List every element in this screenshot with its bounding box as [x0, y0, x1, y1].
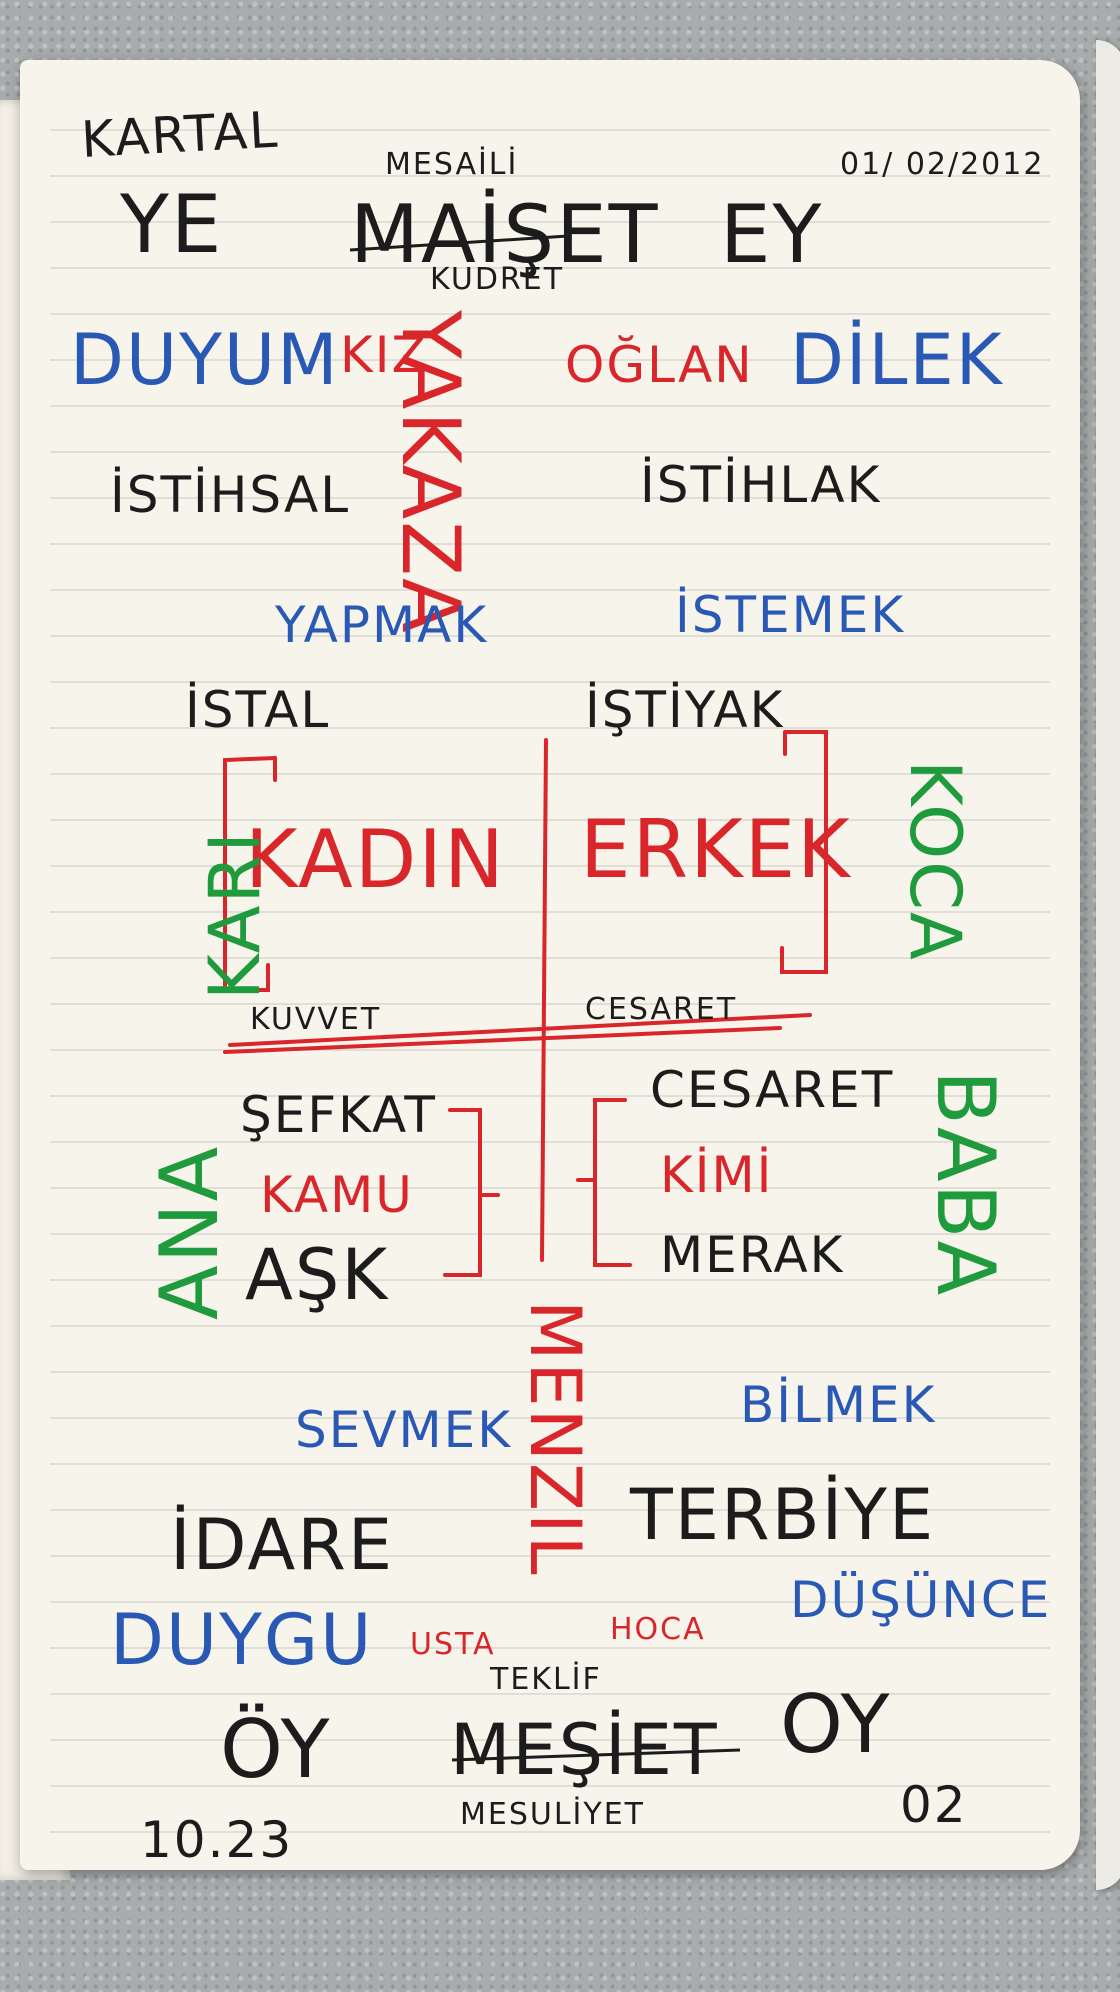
- word-dusunce: DÜŞÜNCE: [790, 1571, 1052, 1629]
- line1-below: KUDRET: [430, 262, 565, 297]
- word-oglan: OĞLAN: [565, 336, 754, 394]
- word-kiz: KIZ: [340, 326, 428, 384]
- word-cesaret: CESARET: [650, 1061, 895, 1119]
- center-horizontal-line: [228, 1013, 812, 1047]
- footer-crossed: MEŞİET: [450, 1709, 719, 1791]
- line1-left: YE: [120, 178, 224, 271]
- word-duygu: DUYGU: [110, 1599, 374, 1681]
- vertical-yakaza: YAKAZA: [384, 310, 477, 635]
- word-istiyak: İŞTİYAK: [585, 681, 785, 739]
- line1-right: EY: [720, 188, 824, 281]
- word-idare: İDARE: [170, 1504, 395, 1586]
- word-ask: AŞK: [245, 1234, 390, 1316]
- word-usta: USTA: [410, 1627, 496, 1662]
- word-istemek: İSTEMEK: [675, 586, 906, 644]
- line1-above: MESAİLİ: [385, 147, 519, 182]
- ruled-lines: [50, 129, 1050, 1833]
- word-kadin: KADIN: [245, 813, 506, 906]
- lower-right-bracket: [593, 1098, 632, 1267]
- footer-below: MESULİYET: [460, 1797, 646, 1832]
- kadin-bracket: [223, 756, 277, 992]
- footer-above: TEKLİF: [490, 1662, 602, 1697]
- footer-left: ÖY: [220, 1703, 332, 1796]
- word-kari: KARI: [194, 830, 276, 1000]
- word-erkek: ERKEK: [580, 803, 852, 896]
- center-vertical-line: [540, 738, 548, 1262]
- word-istal: İSTAL: [185, 681, 331, 739]
- lower-left-bracket: [443, 1108, 482, 1277]
- word-sefkat: ŞEFKAT: [240, 1086, 437, 1144]
- word-kamu: KAMU: [260, 1166, 414, 1224]
- footer-right: OY: [780, 1678, 892, 1771]
- page-number: 02: [900, 1776, 968, 1834]
- word-dilek: DİLEK: [790, 319, 1004, 401]
- word-sevmek: SEVMEK: [295, 1401, 513, 1459]
- word-yapmak: YAPMAK: [275, 596, 489, 654]
- bottom-left-number: 10.23: [140, 1811, 294, 1869]
- date-label: 01/ 02/2012: [840, 147, 1045, 182]
- word-merak: MERAK: [660, 1226, 845, 1284]
- word-cesaret-under: CESARET: [585, 992, 738, 1027]
- notebook-page: KARTAL 01/ 02/2012 YE MESAİLİ MAİŞET KUD…: [20, 60, 1080, 1870]
- word-ana: ANA: [143, 1144, 236, 1320]
- word-duyum: DUYUM: [70, 319, 340, 401]
- word-bilmek: BİLMEK: [740, 1376, 937, 1434]
- word-baba: BABA: [919, 1070, 1012, 1298]
- strike-top: [349, 234, 569, 252]
- word-kuvvet: KUVVET: [250, 1002, 382, 1037]
- word-istihsal: İSTİHSAL: [110, 466, 351, 524]
- erkek-bracket: [780, 730, 828, 974]
- diagram-structure: [223, 730, 828, 1277]
- word-terbiye: TERBİYE: [630, 1474, 936, 1556]
- line1-crossed: MAİŞET: [350, 188, 660, 281]
- strike-bottom: [451, 1748, 741, 1762]
- vertical-menzil: MENZIL: [514, 1300, 596, 1577]
- word-istihlak: İSTİHLAK: [640, 456, 882, 514]
- title-kartal: KARTAL: [79, 100, 281, 169]
- word-hoca: HOCA: [610, 1612, 706, 1647]
- right-page-edge: [1096, 40, 1120, 1890]
- word-koca: KOCA: [894, 760, 976, 962]
- word-kimi: KİMİ: [660, 1146, 774, 1204]
